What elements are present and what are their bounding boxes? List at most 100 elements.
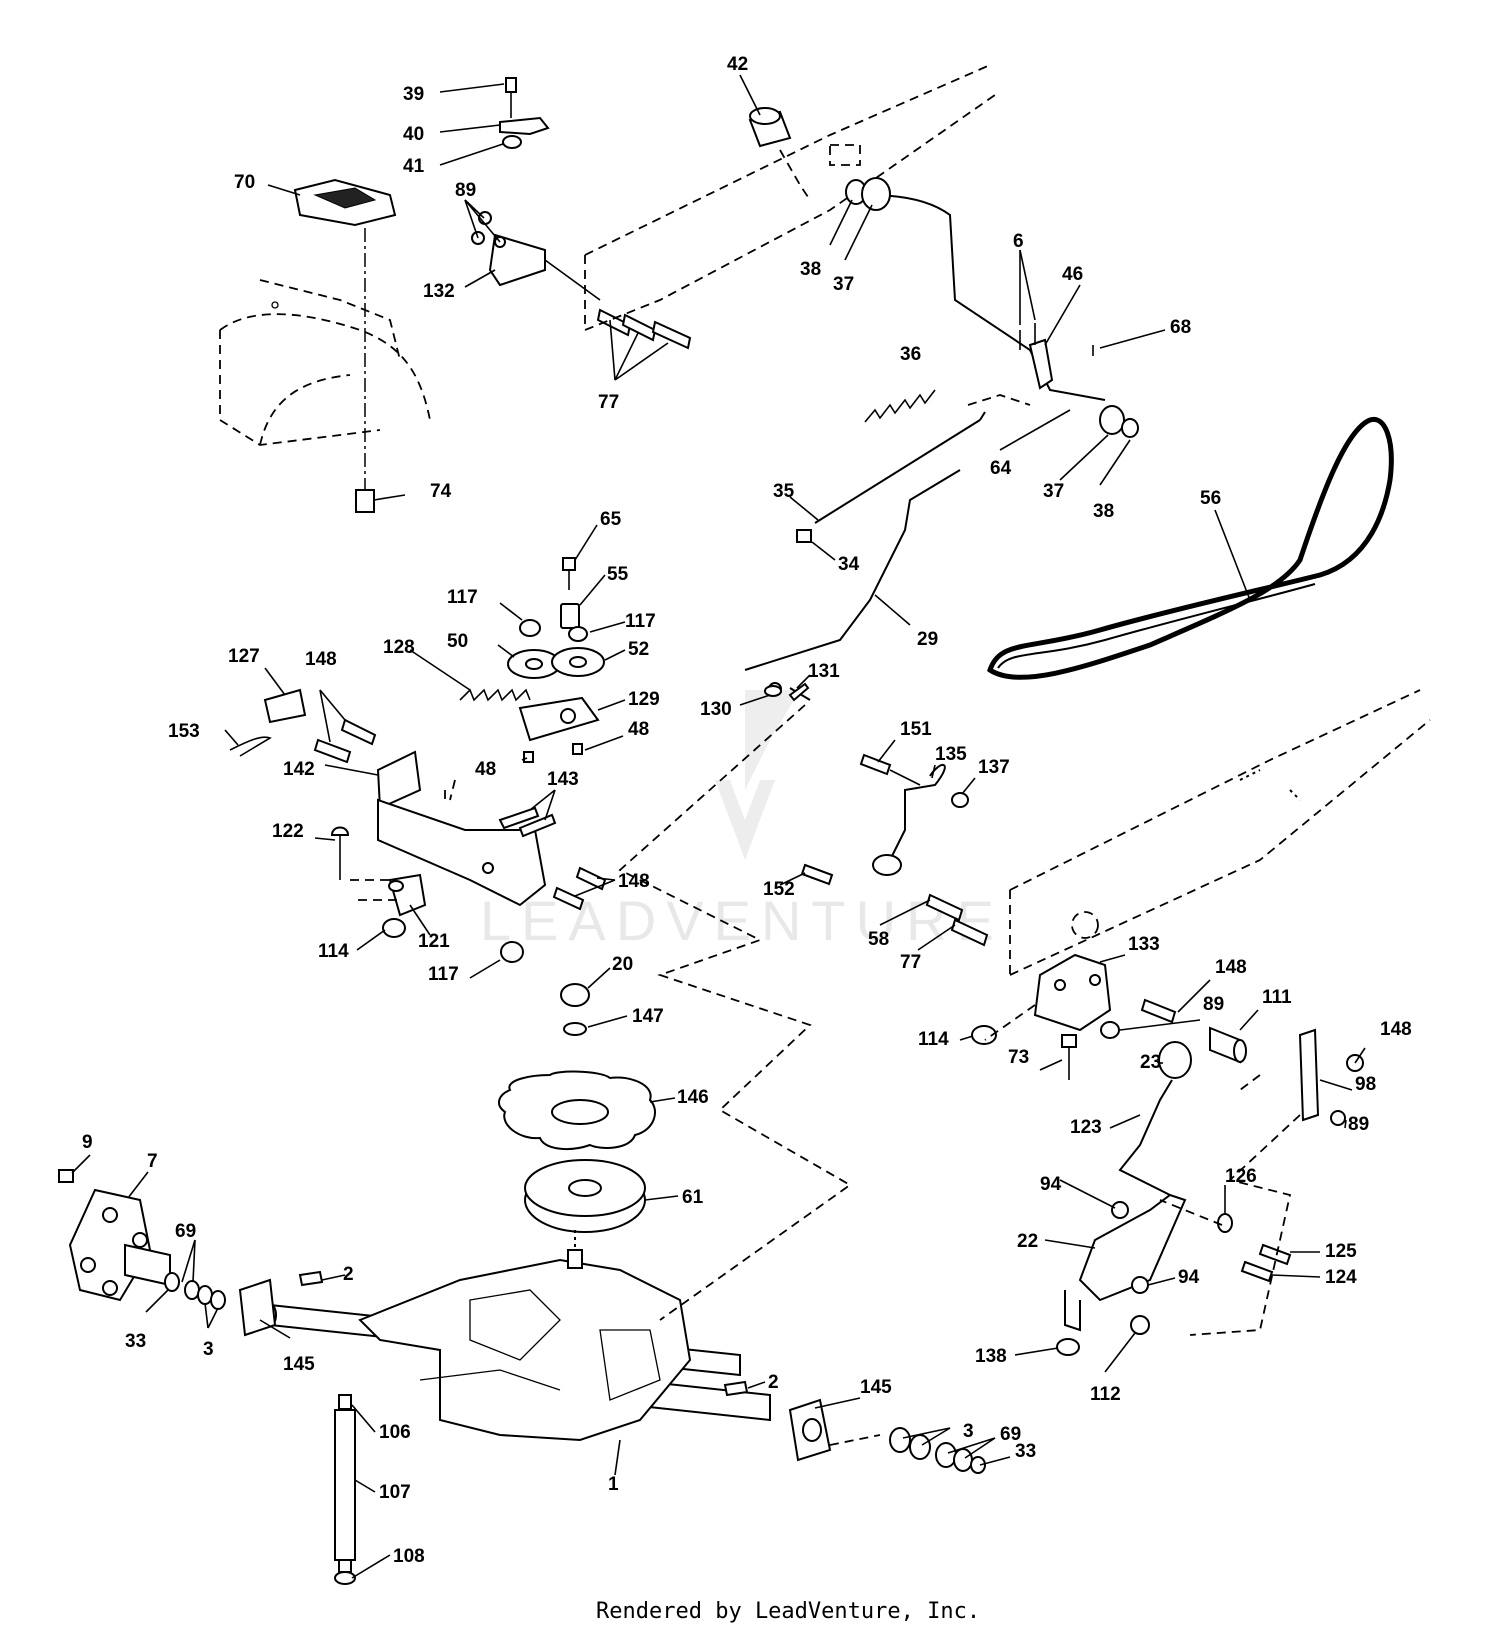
callout-111: 111: [1262, 987, 1292, 1008]
callout-107: 107: [379, 1482, 411, 1503]
bolt-152: [800, 863, 834, 886]
bracket-121: [388, 873, 427, 917]
callout-117: 117: [428, 964, 459, 985]
spacer-42: [748, 107, 792, 148]
callout-122: 122: [272, 821, 304, 842]
assembly-lines: [350, 704, 1301, 1336]
callout-42: 42: [727, 54, 748, 75]
callout-46: 46: [1062, 264, 1083, 285]
callout-2: 2: [768, 1372, 779, 1393]
callout-121: 121: [418, 931, 450, 952]
washers-3-69-33-right: [889, 1427, 986, 1474]
bolt-151: [859, 753, 921, 786]
callout-68: 68: [1170, 317, 1191, 338]
bolts-48: [523, 743, 583, 763]
bolts-94: [1111, 1201, 1149, 1294]
callout-128: 128: [383, 637, 415, 658]
callout-69: 69: [175, 1221, 196, 1242]
callout-38: 38: [800, 259, 821, 280]
callout-112: 112: [1090, 1384, 1121, 1405]
callout-7: 7: [147, 1151, 158, 1172]
drive-belt-56: [987, 416, 1394, 680]
pulley-61: [524, 1159, 646, 1233]
hairpin-153: [229, 736, 272, 757]
rod-35: [814, 411, 986, 524]
callout-69: 69: [1000, 1424, 1021, 1445]
callout-148: 148: [305, 649, 337, 670]
callout-6: 6: [1013, 231, 1024, 252]
callout-152: 152: [763, 879, 795, 900]
rod-29: [744, 469, 961, 701]
callout-129: 129: [628, 689, 660, 710]
callout-39: 39: [403, 84, 424, 105]
callout-33: 33: [125, 1331, 146, 1352]
ferrule-34: [796, 529, 812, 543]
bracket-142: [376, 750, 547, 907]
callout-56: 56: [1200, 488, 1221, 509]
rod-127: [263, 688, 307, 724]
leader-lines: [71, 74, 1366, 1579]
callout-58: 58: [868, 929, 889, 950]
callout-37: 37: [1043, 481, 1064, 502]
plate-133: [1033, 953, 1112, 1032]
bolts-148-lower: [552, 866, 607, 911]
bolts-125-124: [1240, 1243, 1292, 1283]
washers-33-69-3-left: [164, 1272, 226, 1310]
callout-131: 131: [808, 661, 840, 682]
callout-124: 124: [1325, 1267, 1357, 1288]
callout-94: 94: [1040, 1174, 1062, 1195]
callout-108: 108: [393, 1546, 425, 1567]
callout-89: 89: [1203, 994, 1224, 1015]
callout-64: 64: [990, 458, 1012, 479]
bolt-65-spacer-55: [560, 557, 580, 629]
bolt-74: [355, 489, 375, 513]
callout-40: 40: [403, 124, 424, 145]
callout-41: 41: [403, 156, 425, 177]
nut-137: [951, 792, 969, 808]
callout-33: 33: [1015, 1441, 1036, 1462]
fan-146: [498, 1070, 656, 1151]
spring-36: [864, 389, 936, 423]
callout-65: 65: [600, 509, 622, 530]
callout-146: 146: [677, 1087, 709, 1108]
knob-23: [1158, 1041, 1192, 1079]
footer-credit: Rendered by LeadVenture, Inc.: [596, 1599, 980, 1624]
bracket-145-right: [788, 1398, 832, 1462]
bolts-77-upper: [596, 308, 692, 350]
lever-123: [1118, 1079, 1173, 1196]
callout-106: 106: [379, 1422, 411, 1443]
callout-132: 132: [423, 281, 455, 302]
callout-36: 36: [900, 344, 921, 365]
callout-98: 98: [1355, 1074, 1376, 1095]
callout-89: 89: [1348, 1114, 1369, 1135]
wheel-hub-7: [68, 1188, 171, 1302]
washer-130-bolt-131: [764, 682, 810, 702]
callout-20: 20: [612, 954, 633, 975]
washer-126: [1217, 1213, 1233, 1233]
frame-rail-lower: [1009, 689, 1431, 976]
rod-107-with-106-108: [334, 1394, 356, 1585]
callout-38: 38: [1093, 501, 1114, 522]
bolt-9: [58, 1169, 74, 1183]
spacer-111: [1209, 1026, 1247, 1064]
callout-77: 77: [900, 952, 921, 973]
callout-55: 55: [607, 564, 629, 585]
nut-114-left: [382, 918, 406, 938]
nut-20: [560, 983, 590, 1007]
bolt-122: [330, 826, 350, 880]
pulley-52: [551, 647, 605, 677]
nut-114-right: [971, 1025, 997, 1045]
callout-148: 148: [618, 871, 650, 892]
bolts-143: [498, 806, 557, 838]
bracket-98: [1298, 1028, 1364, 1126]
callout-151: 151: [900, 719, 932, 740]
key-2-left: [298, 1270, 324, 1287]
callout-147: 147: [632, 1006, 664, 1027]
callout-22: 22: [1017, 1231, 1038, 1252]
nuts-117-upper: [519, 619, 588, 642]
callout-23: 23: [1140, 1052, 1161, 1073]
washer-147: [563, 1022, 587, 1036]
callout-61: 61: [682, 1187, 704, 1208]
callout-137: 137: [978, 757, 1010, 778]
callout-29: 29: [917, 629, 938, 650]
